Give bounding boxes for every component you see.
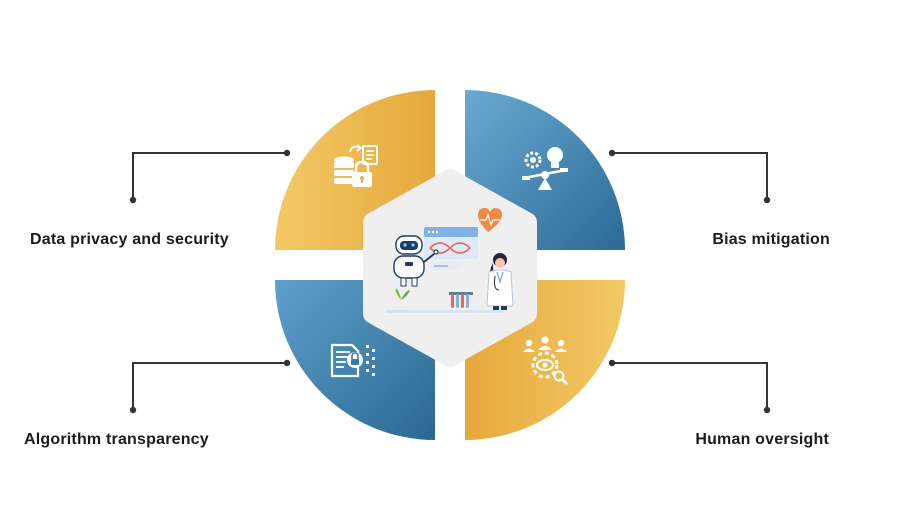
document-lock-icon [330, 343, 375, 378]
label-human-oversight: Human oversight [695, 431, 829, 448]
connector-top-right [612, 152, 768, 200]
connector-dot [763, 406, 771, 414]
connector-dot [608, 359, 616, 367]
connector-dot [763, 196, 771, 204]
label-algorithm-transparency: Algorithm transparency [24, 431, 209, 448]
people-gear-eye-icon [523, 336, 568, 385]
connector-bottom-left [132, 362, 287, 410]
label-bias-mitigation: Bias mitigation [712, 231, 830, 248]
connector-top-left [132, 152, 287, 200]
connector-dot [608, 149, 616, 157]
connector-dot [283, 359, 291, 367]
connector-dot [283, 149, 291, 157]
connector-dot [129, 196, 137, 204]
connector-dot [129, 406, 137, 414]
connector-bottom-right [612, 362, 768, 410]
database-lock-icon [334, 144, 378, 187]
lightbulb-balance-icon [522, 147, 568, 190]
ai-robot-doctor-illustration [386, 208, 514, 313]
label-data-privacy-and-security: Data privacy and security [30, 231, 229, 248]
